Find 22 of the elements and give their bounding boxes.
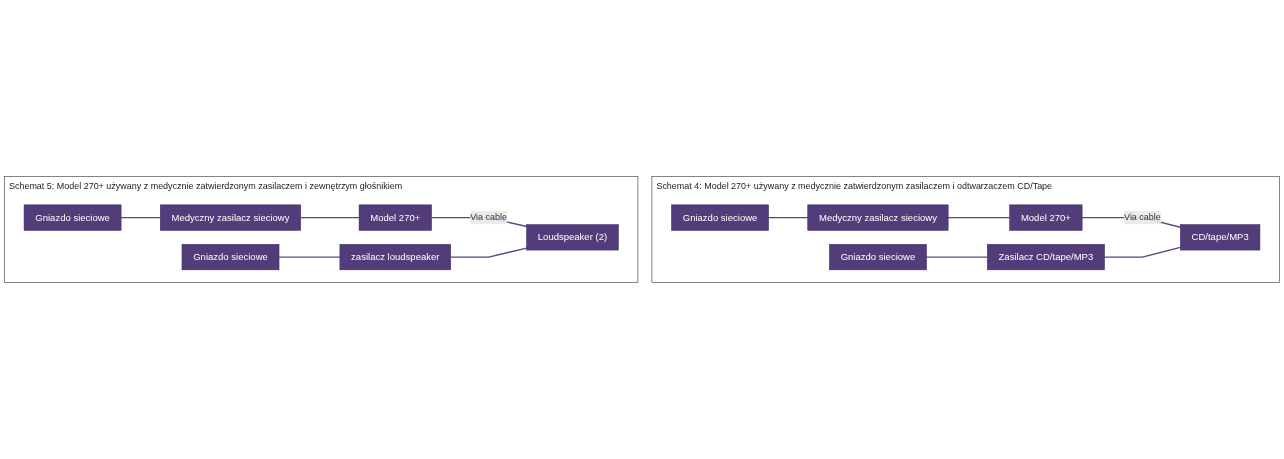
node-box: Gniazdo sieciowe [23, 204, 122, 231]
connector [767, 216, 809, 219]
connector [450, 247, 528, 258]
connector [278, 256, 341, 258]
node-box: Model 270+ [1009, 204, 1083, 231]
node-box: Zasilacz CD/tape/MP3 [987, 244, 1105, 271]
node-box: zasilacz loudspeaker [339, 244, 451, 271]
node-box: Gniazdo sieciowe [181, 244, 280, 271]
connector [300, 216, 360, 219]
node-box: Model 270+ [358, 204, 432, 231]
node-box: CD/tape/MP3 [1180, 224, 1261, 251]
node-box: Gniazdo sieciowe [829, 244, 927, 271]
node-box: Gniazdo sieciowe [671, 204, 769, 231]
connector [925, 256, 989, 258]
edge-label: Via cable [1124, 212, 1161, 223]
edge-label: Via cable [470, 212, 507, 223]
connector [120, 216, 161, 219]
connector [947, 216, 1011, 219]
node-box: Medyczny zasilacz sieciowy [807, 204, 949, 231]
connector [1103, 246, 1182, 258]
node-box: Loudspeaker (2) [526, 224, 619, 251]
node-box: Medyczny zasilacz sieciowy [160, 204, 301, 231]
